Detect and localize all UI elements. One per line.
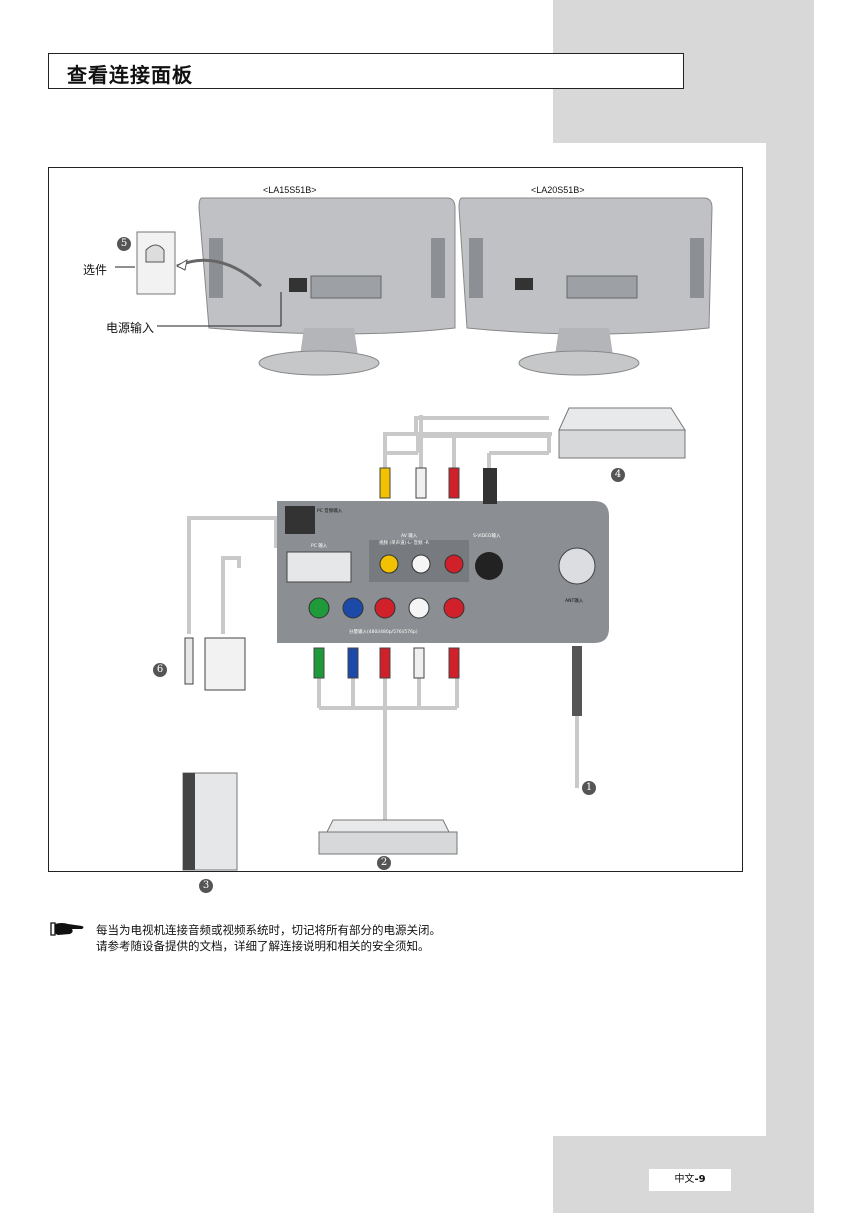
option-bracket-illustration — [115, 231, 282, 327]
device-dvd-top — [558, 407, 686, 459]
connection-panel — [277, 501, 609, 643]
component-label: 分量输入(480i/480p/576i/576p) — [349, 630, 418, 635]
av-in-label: AV 输入 — [401, 534, 418, 539]
page-language: 中文 — [674, 1174, 695, 1185]
diagram-graphics — [115, 197, 713, 871]
tv-back-right — [458, 197, 713, 376]
page-number: -9 — [694, 1174, 706, 1185]
power-input-label: 电源输入 — [106, 321, 155, 335]
section-title: 查看连接面板 — [67, 63, 193, 87]
av-sub-label: 视频 (单声道)-L- 音频 -R — [379, 541, 429, 546]
pointing-hand-icon — [50, 922, 84, 936]
callout-3: 3 — [199, 879, 213, 893]
note-line-2: 请参考随设备提供的文档，详细了解连接说明和相关的安全须知。 — [96, 939, 430, 953]
margin-shade-side — [766, 143, 814, 1136]
device-dvd-bottom — [318, 819, 458, 855]
model-label-left: <LA15S51B> — [263, 185, 317, 195]
tv-back-left — [198, 197, 456, 376]
page-number-box: 中文-9 — [649, 1169, 731, 1191]
ant-label: ANT输入 — [565, 599, 584, 604]
cables — [187, 415, 579, 828]
connection-diagram: <LA15S51B> <LA20S51B> 选件 电源输入 PC 音频输入 PC… — [48, 167, 743, 893]
callout-5: 5 — [117, 237, 131, 251]
svideo-label: S-VIDEO输入 — [473, 534, 501, 539]
callout-1: 1 — [582, 781, 596, 795]
pc-audio-label: PC 音频输入 — [317, 509, 343, 514]
option-label: 选件 — [83, 263, 108, 277]
callout-2: 2 — [377, 856, 391, 870]
note-line-1: 每当为电视机连接音频或视频系统时，切记将所有部分的电源关闭。 — [96, 923, 441, 937]
plugs — [184, 467, 582, 716]
section-title-box: 查看连接面板 — [48, 53, 684, 89]
pc-in-label: PC 输入 — [311, 544, 328, 549]
model-label-right: <LA20S51B> — [531, 185, 585, 195]
callout-4: 4 — [611, 468, 625, 482]
device-pc-tower — [182, 772, 238, 871]
callout-6: 6 — [153, 663, 167, 677]
